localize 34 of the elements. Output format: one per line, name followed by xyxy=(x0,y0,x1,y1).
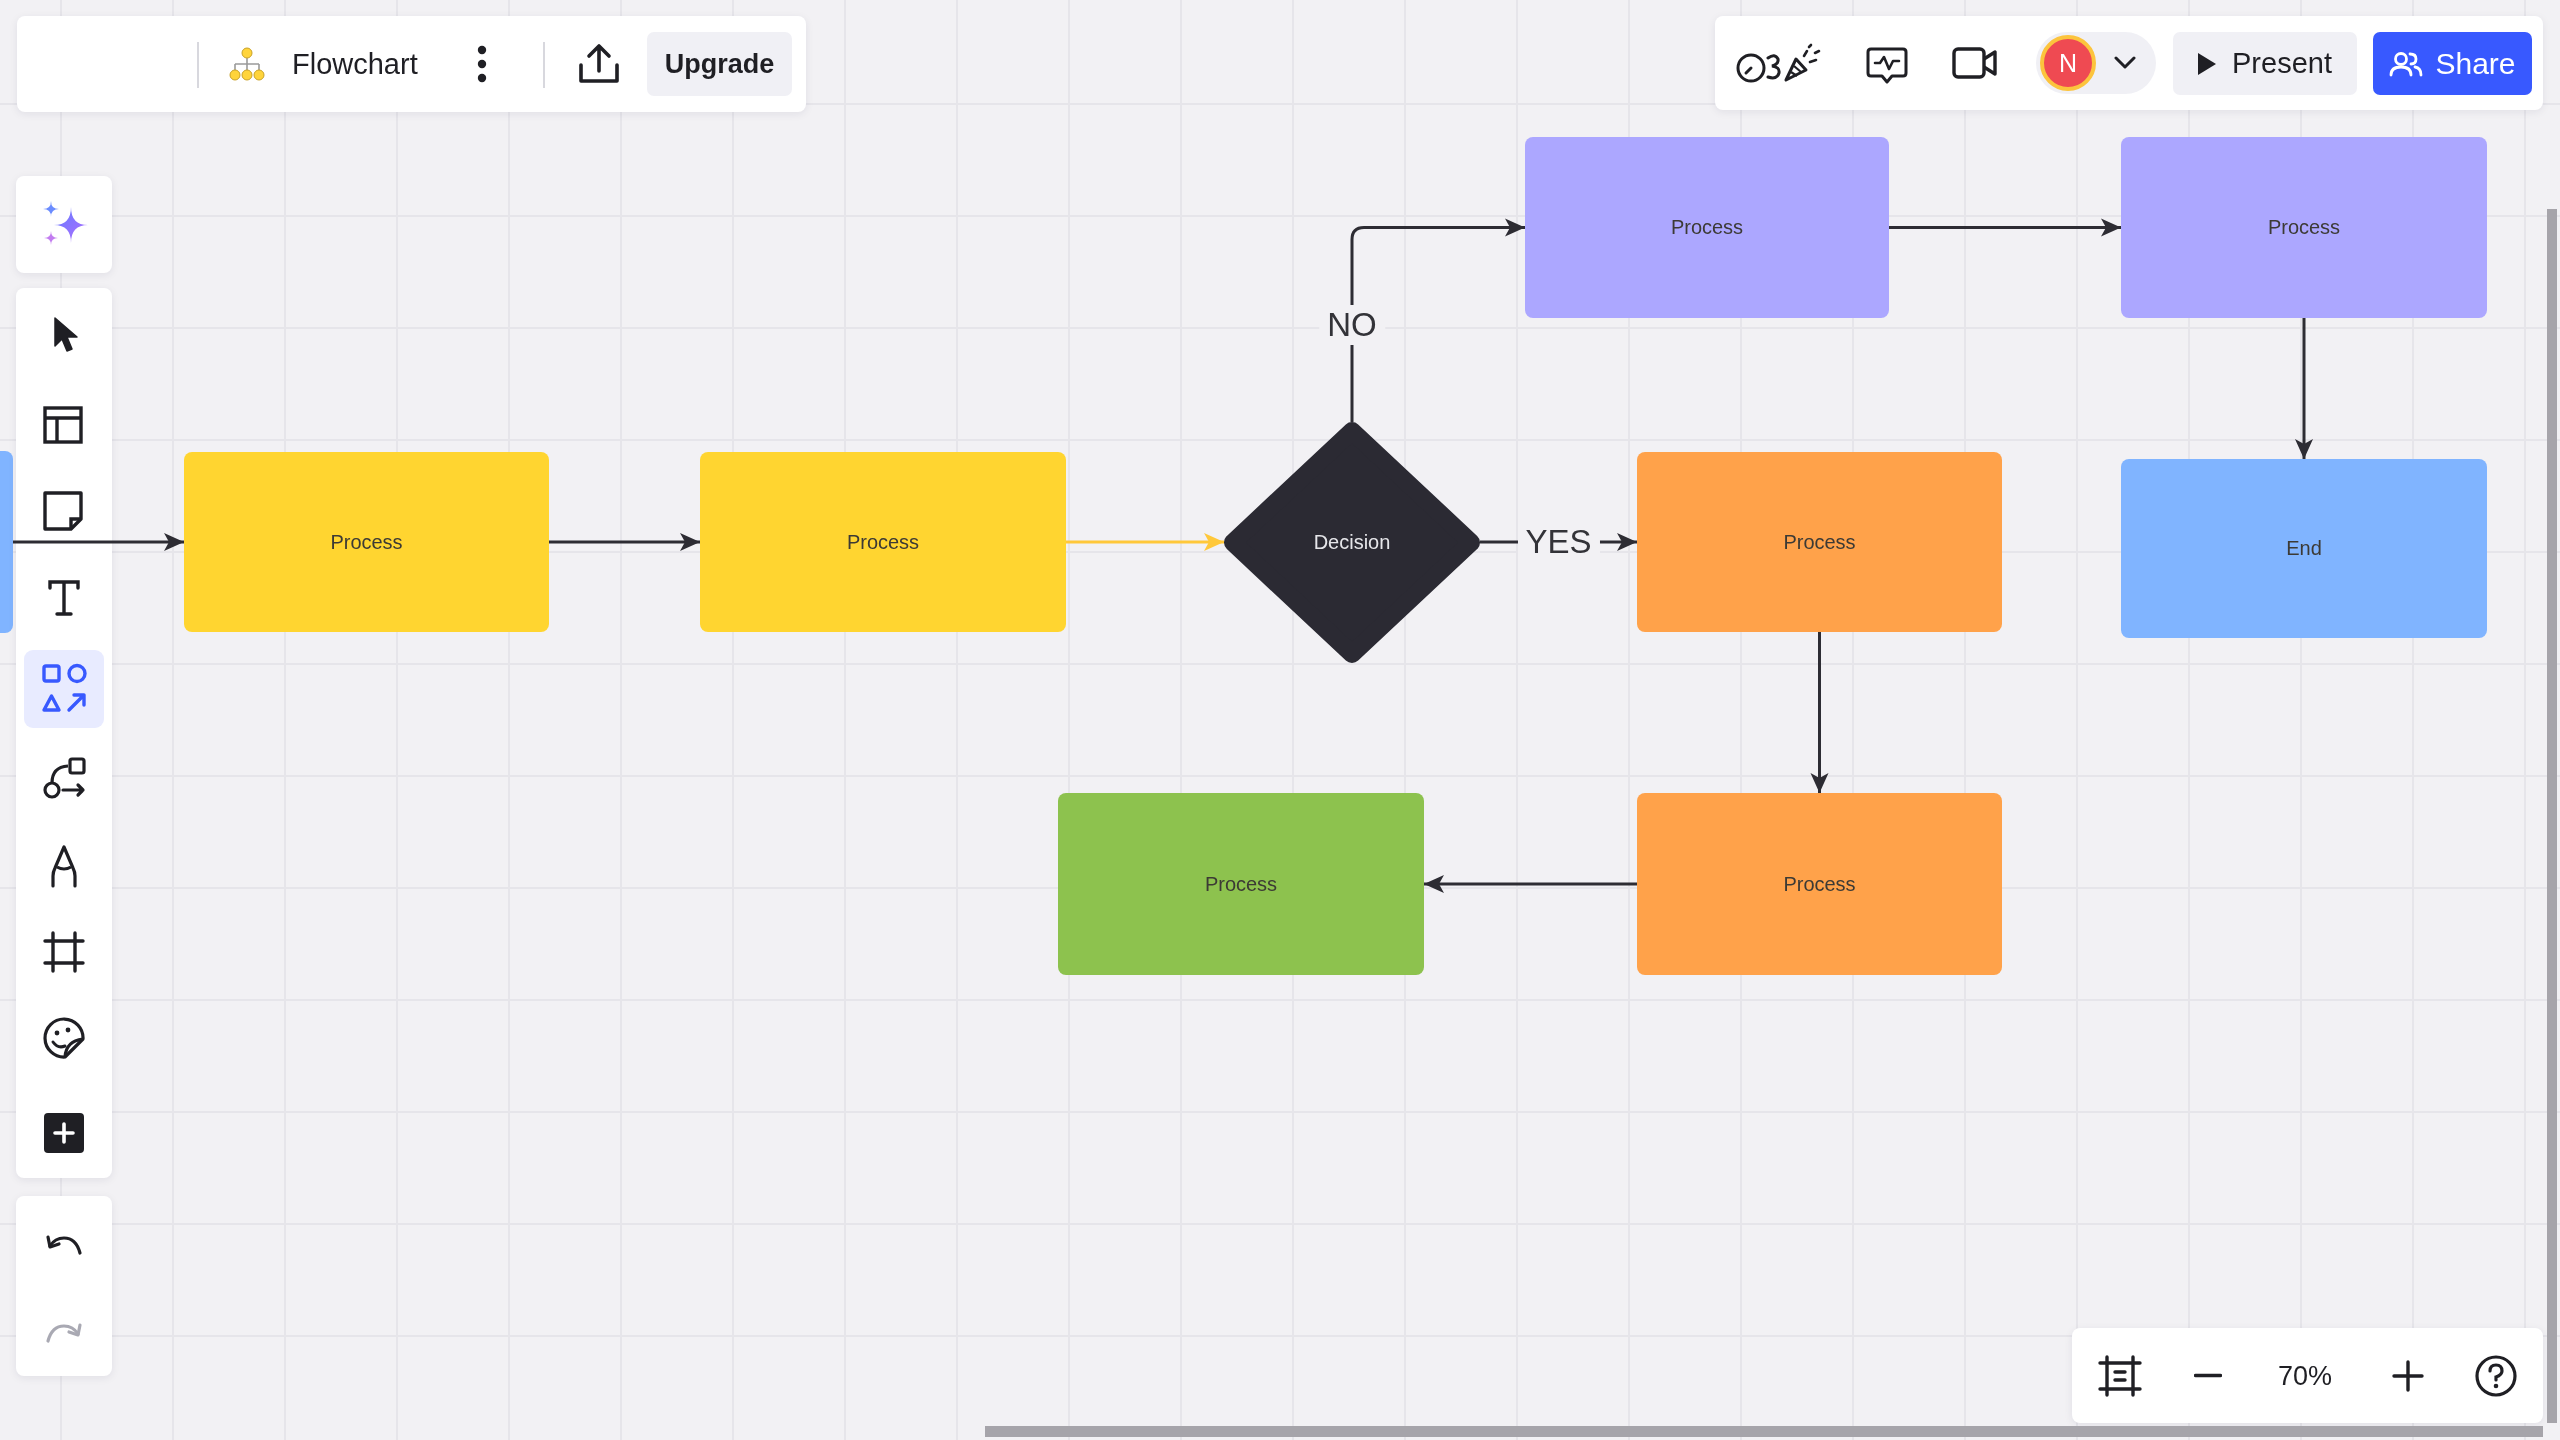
node-label: Process xyxy=(846,530,920,554)
zoom-level: 70% xyxy=(2278,1360,2333,1393)
board-title: Flowchart xyxy=(292,47,418,82)
node-label: Process xyxy=(330,530,403,554)
partial-box xyxy=(0,451,13,633)
decision-diamond xyxy=(1224,422,1480,663)
end-box xyxy=(2121,459,2487,638)
arrow xyxy=(13,533,184,551)
process-box xyxy=(1525,137,1889,318)
edge-label: NO xyxy=(1319,304,1385,345)
arrow xyxy=(1066,533,1224,551)
upgrade-button: Upgrade xyxy=(647,32,792,96)
node-label: Process xyxy=(1670,216,1744,239)
process-box xyxy=(2121,137,2487,318)
avatar: N xyxy=(2040,35,2096,91)
arrow xyxy=(2295,318,2313,459)
share-button: Share xyxy=(2373,32,2532,95)
node-label: Process xyxy=(1204,872,1278,896)
arrow xyxy=(1350,218,1525,422)
node-label: Process xyxy=(1783,872,1856,896)
process-box xyxy=(1637,793,2002,975)
process-box xyxy=(700,452,1066,632)
node-label: End xyxy=(2286,537,2322,560)
node-label: Process xyxy=(1783,530,1856,554)
arrow xyxy=(1424,875,1637,893)
arrow xyxy=(1889,218,2121,237)
arrow xyxy=(1810,632,1829,793)
process-box xyxy=(1058,793,1424,975)
node-label: Decision xyxy=(1313,531,1391,554)
arrow xyxy=(549,533,700,551)
present-button: Present xyxy=(2173,32,2357,95)
process-box xyxy=(184,452,549,632)
node-label: Process xyxy=(2267,216,2341,239)
process-box xyxy=(1637,452,2002,632)
